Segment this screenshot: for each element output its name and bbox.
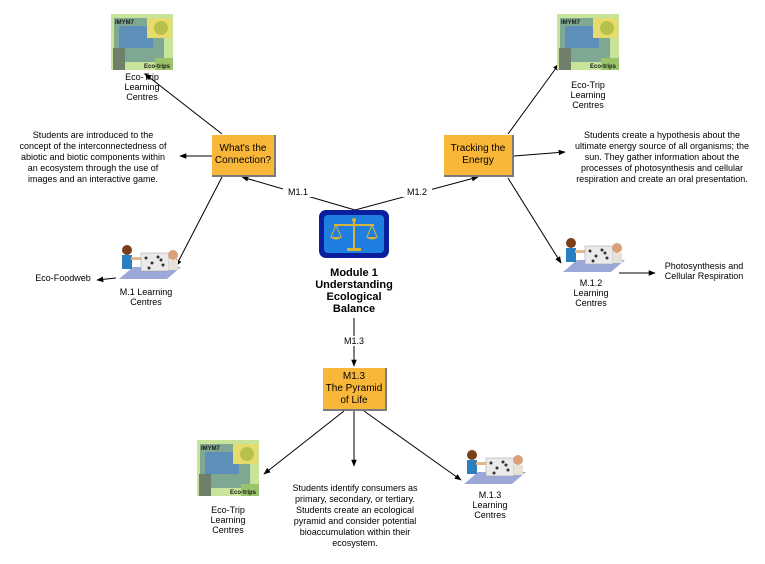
- label-line: Learning: [472, 500, 508, 510]
- description-line: ultimate energy source of all organisms;…: [574, 141, 750, 151]
- eco-trip-bottom-text: Eco-trips: [590, 64, 617, 70]
- eco-trip-image-m11[interactable]: IMYM7 Eco-trips: [111, 14, 173, 70]
- edge-label-m12: M1.2: [402, 187, 432, 197]
- learning-centres-label-m11[interactable]: M.1 Learning Centres: [108, 287, 184, 307]
- photosynthesis-link[interactable]: Photosynthesis and Cellular Respiration: [656, 261, 752, 281]
- label-line: Eco-Trip: [571, 80, 605, 90]
- description-line: ecosystem.: [332, 538, 378, 548]
- label-line: M.1 Learning: [119, 287, 173, 297]
- eco-trip-image-m13[interactable]: IMYM7 Eco-trips: [197, 440, 259, 496]
- label-line: Centres: [572, 100, 604, 110]
- description-line: an ecosystem through the use of: [27, 163, 159, 173]
- eco-trip-bottom-text: Eco-trips: [144, 64, 171, 70]
- learning-centres-image-m13[interactable]: [458, 446, 526, 486]
- label-line: Cellular Respiration: [664, 271, 744, 281]
- description-line: concept of the interconnectedness of: [19, 141, 167, 151]
- description-line: images and an interactive game.: [27, 174, 159, 184]
- label-line: Learning: [124, 82, 160, 92]
- label-line: Centres: [474, 510, 506, 520]
- learning-centres-image-m12[interactable]: [557, 234, 625, 274]
- edge-label-m11: M1.1: [283, 187, 313, 197]
- eco-trip-label-m12[interactable]: Eco-Trip Learning Centres: [550, 80, 626, 110]
- edge-m13-ecotrip: [263, 410, 345, 475]
- description-m13: Students identify consumers as primary, …: [284, 483, 426, 549]
- description-line: Students are introduced to the: [32, 130, 154, 140]
- description-m11: Students are introduced to the concept o…: [8, 130, 178, 185]
- label-line: Centres: [575, 298, 607, 308]
- description-m12: Students create a hypothesis about the u…: [562, 130, 762, 185]
- module-title-line: Module 1: [330, 267, 378, 279]
- description-line: Students create a hypothesis about the: [583, 130, 741, 140]
- box-pyramid-of-life[interactable]: M1.3 The Pyramid of Life: [323, 368, 387, 411]
- label-line: Learning: [573, 288, 609, 298]
- box-whats-the-connection[interactable]: What's the Connection?: [212, 135, 276, 177]
- edge-m11-ecotrip: [144, 73, 223, 135]
- description-line: primary, secondary, or tertiary.: [294, 494, 416, 504]
- module-title-line: Balance: [332, 303, 376, 315]
- description-line: sun. They gather information about the: [584, 152, 740, 162]
- label-line: Eco-Trip: [125, 72, 159, 82]
- edge-m12-description: [513, 149, 566, 157]
- edge-m12-centres: [507, 177, 562, 264]
- edge-m12-ecotrip: [507, 63, 560, 135]
- label-line: Centres: [212, 525, 244, 535]
- eco-trip-top-text: IMYM7: [561, 20, 581, 26]
- eco-trip-image-m12[interactable]: IMYM7 Eco-trips: [557, 14, 619, 70]
- box-line: Tracking the: [450, 143, 506, 154]
- edge-m13-centres: [363, 410, 462, 481]
- label-line: Learning: [210, 515, 246, 525]
- label-line: Photosynthesis and: [664, 261, 744, 271]
- box-line: Connection?: [214, 155, 272, 166]
- eco-trip-label-m11[interactable]: Eco-Trip Learning Centres: [104, 72, 180, 102]
- description-line: Students create an ecological: [295, 505, 415, 515]
- box-line: The Pyramid: [325, 382, 383, 394]
- eco-trip-top-text: IMYM7: [201, 446, 221, 452]
- label-line: Learning: [570, 90, 606, 100]
- eco-trip-label-m13[interactable]: Eco-Trip Learning Centres: [190, 505, 266, 535]
- edge-m11-centres: [175, 176, 223, 267]
- learning-centres-label-m13[interactable]: M.1.3 Learning Centres: [452, 490, 528, 520]
- edge-m11-foodweb: [96, 276, 117, 283]
- label-line: Centres: [126, 92, 158, 102]
- balance-scale-icon: [318, 209, 390, 259]
- label-line: Eco-Trip: [211, 505, 245, 515]
- description-line: Students identify consumers as: [292, 483, 418, 493]
- box-tracking-the-energy[interactable]: Tracking the Energy: [444, 135, 514, 177]
- description-line: abiotic and biotic components within: [20, 152, 166, 162]
- description-line: respiration and create an oral presentat…: [576, 174, 748, 184]
- box-line: of Life: [340, 394, 368, 406]
- module-title: Module 1 Understanding Ecological Balanc…: [295, 267, 413, 315]
- box-line: Energy: [462, 155, 494, 166]
- description-line: processes of photosynthesis and cellular: [580, 163, 744, 173]
- description-line: bioaccumulation within their: [299, 527, 411, 537]
- eco-trip-top-text: IMYM7: [115, 20, 135, 26]
- label-line: Centres: [130, 297, 162, 307]
- description-line: pyramid and consider potential: [293, 516, 417, 526]
- learning-centres-label-m12[interactable]: M.1.2 Learning Centres: [553, 278, 629, 308]
- module-title-line: Understanding: [315, 279, 393, 291]
- box-line: M1.3: [342, 370, 366, 382]
- label-line: M.1.3: [478, 490, 502, 500]
- box-line: What's the: [219, 143, 267, 154]
- learning-centres-image-m11[interactable]: [113, 241, 181, 281]
- eco-trip-bottom-text: Eco-trips: [230, 490, 257, 496]
- edge-label-m13: M1.3: [339, 336, 369, 346]
- module-title-line: Ecological: [326, 291, 382, 303]
- label-line: M.1.2: [579, 278, 603, 288]
- eco-foodweb-link[interactable]: Eco-Foodweb: [35, 273, 91, 283]
